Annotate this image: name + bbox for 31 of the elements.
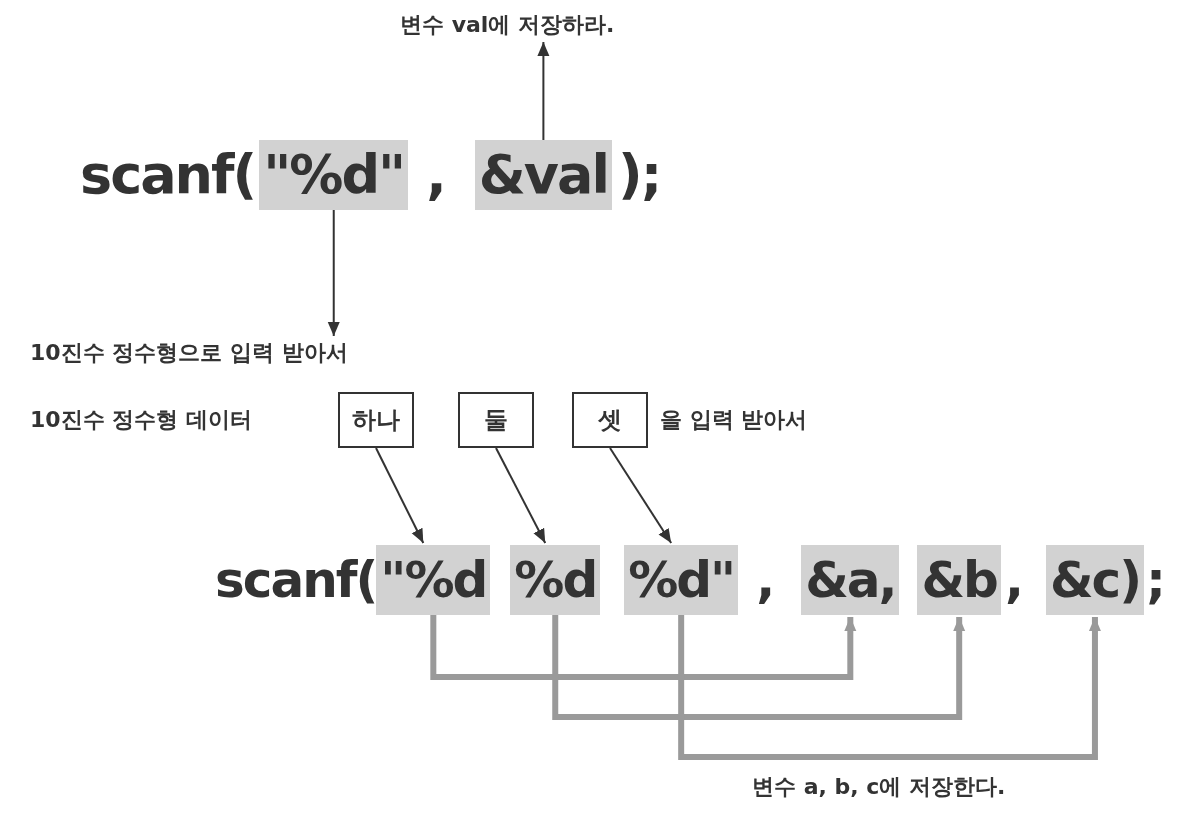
highlighted-code: &c)	[1045, 545, 1144, 615]
arrow	[537, 41, 550, 141]
arrow	[609, 447, 673, 544]
code-text: ;	[1146, 550, 1164, 611]
highlighted-code: %d"	[624, 545, 739, 615]
code-text: );	[618, 142, 661, 208]
word-box: 하나	[338, 392, 414, 448]
elbow-arrow	[552, 615, 966, 720]
annotation-text: 10진수 정수형 데이터	[30, 406, 252, 434]
elbow-arrow	[678, 615, 1101, 760]
word-box: 둘	[458, 392, 534, 448]
highlighted-code: "%d"	[259, 140, 409, 210]
code-text: scanf(	[80, 142, 256, 208]
highlighted-code: &a,	[801, 545, 900, 615]
annotation-text: 변수 a, b, c에 저장한다.	[752, 773, 1006, 801]
highlighted-code: %d	[510, 545, 601, 615]
elbow-arrow	[430, 615, 857, 680]
code-text: ,	[426, 142, 445, 208]
highlighted-code: "%d	[376, 545, 491, 615]
arrow	[327, 209, 340, 337]
annotation-text: 10진수 정수형으로 입력 받아서	[30, 338, 348, 368]
highlighted-code: &b	[917, 545, 1001, 615]
code-text: scanf(	[215, 550, 377, 611]
annotation-text: 을 입력 받아서	[660, 406, 808, 434]
arrow	[375, 447, 425, 544]
highlighted-code: &val	[474, 140, 612, 210]
code-text: ,	[1004, 550, 1022, 611]
arrow	[495, 447, 547, 544]
word-box: 셋	[572, 392, 648, 448]
code-text: ,	[756, 550, 774, 611]
annotation-text: 변수 val에 저장하라.	[400, 10, 615, 40]
